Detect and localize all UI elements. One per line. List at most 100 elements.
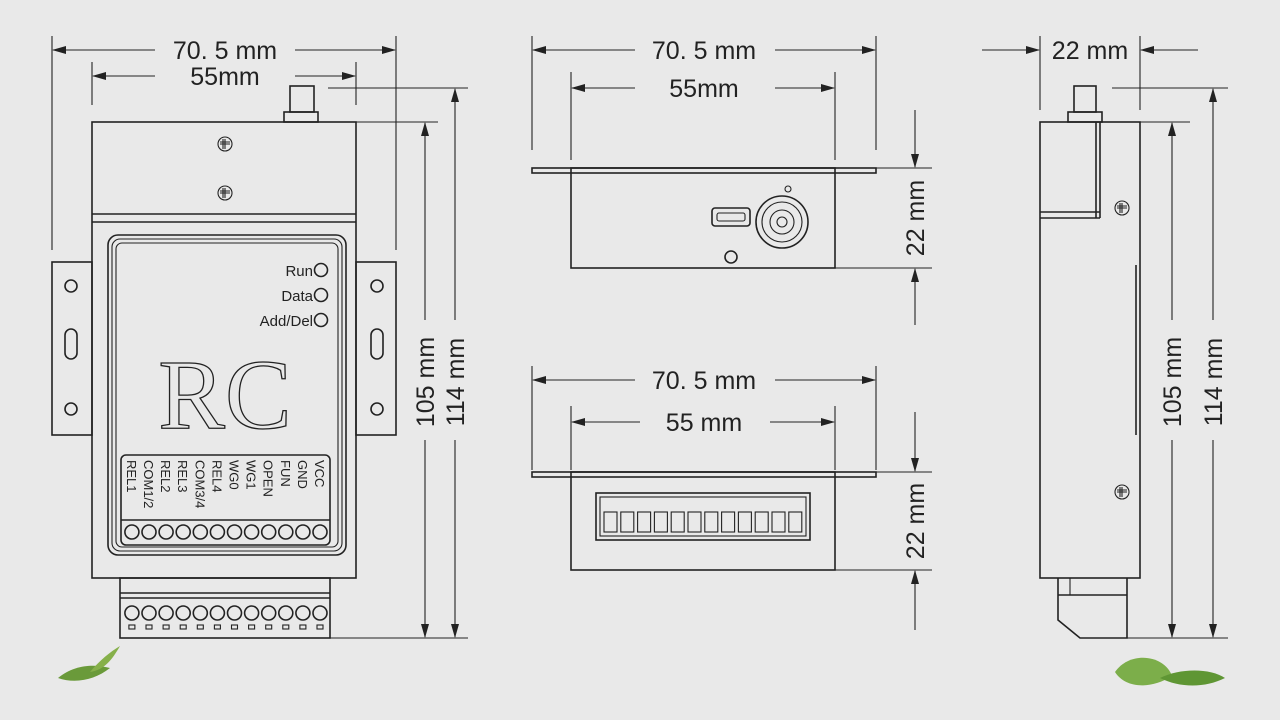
terminal-hole-icon: [124, 524, 140, 540]
terminal-hole-icon: [141, 524, 157, 540]
terminal-label: REL1: [124, 460, 139, 493]
terminal-cell: [670, 511, 685, 533]
screw-icon: [217, 136, 233, 152]
indicator-label-data: Data: [281, 288, 313, 305]
terminal-tab: [299, 624, 307, 630]
terminal-hole-icon: [312, 524, 328, 540]
side-height-total-label: 114 mm: [1200, 338, 1228, 426]
terminal-cell: [721, 511, 736, 533]
terminal-hole-icon: [226, 524, 243, 540]
terminal-hole-icon: [192, 524, 209, 540]
terminal-tab: [282, 624, 290, 630]
terminal-strip-cells: [603, 511, 803, 533]
terminal-cell: [788, 511, 803, 533]
terminal-label-area: [120, 454, 331, 546]
terminal-label: WG1: [244, 460, 259, 490]
terminal-screw-icon: [295, 605, 311, 621]
terminal-hole-icon: [175, 524, 191, 540]
terminal-screw-icon: [243, 605, 260, 621]
terminal-cell: [704, 511, 719, 533]
screw-icon: [1114, 484, 1130, 500]
top-width-outer-label: 70. 5 mm: [652, 37, 756, 65]
terminal-label: COM1/2: [141, 460, 156, 508]
terminal-tab: [128, 624, 136, 630]
terminal-label: REL4: [209, 460, 224, 493]
terminal-label: REL3: [175, 460, 190, 493]
terminal-labels: VCCGNDFUNOPENWG1WG0REL4COM3/4REL3REL2COM…: [124, 460, 327, 508]
terminal-tab: [196, 624, 204, 630]
front-width-inner-label: 55mm: [190, 63, 259, 91]
terminal-hole-icon: [209, 524, 226, 540]
bottom-view: 70. 5 mm 55 mm 22 mm: [531, 366, 932, 630]
front-height-body-label: 105 mm: [412, 337, 440, 427]
top-depth-label: 22 mm: [902, 180, 930, 256]
antenna-connector: [289, 85, 315, 113]
leaf-decoration-right: [1115, 657, 1225, 686]
terminal-tab: [162, 624, 170, 630]
terminal-label: REL2: [158, 460, 173, 493]
terminal-cell: [754, 511, 769, 533]
terminal-tab: [213, 624, 221, 630]
terminal-holes: [124, 524, 328, 540]
antenna-connector: [1073, 85, 1097, 113]
side-view: 22 mm 105 mm 114 mm: [982, 36, 1228, 639]
keyhole-slot-icon: [370, 328, 384, 360]
terminal-hole-icon: [158, 524, 174, 540]
terminal-hole-icon: [243, 524, 260, 540]
terminal-block: [119, 577, 331, 639]
bottom-width-outer-label: 70. 5 mm: [652, 367, 756, 395]
terminal-screw-icon: [192, 605, 209, 621]
terminal-strip: [595, 492, 811, 541]
terminal-screw-icon: [277, 605, 294, 621]
led-add-del-icon: [313, 312, 329, 328]
terminal-cell: [687, 511, 702, 533]
terminal-screw-icon: [175, 605, 191, 621]
front-width-outer-label: 70. 5 mm: [173, 37, 277, 65]
keyhole-slot-icon: [64, 328, 78, 360]
terminal-hole-icon: [277, 524, 294, 540]
terminal-label: WG0: [227, 460, 242, 490]
terminal-screw-icon: [312, 605, 328, 621]
bottom-view-body: [570, 471, 836, 571]
terminal-hole-icon: [295, 524, 311, 540]
terminal-label: COM3/4: [192, 460, 207, 508]
terminal-cell: [771, 511, 786, 533]
terminal-screw-icon: [260, 605, 277, 621]
terminal-label: OPEN: [261, 460, 276, 497]
indicator-label-run: Run: [285, 263, 313, 280]
side-view-body: [1039, 121, 1141, 579]
terminal-tab: [145, 624, 153, 630]
leaf-decoration-left: [58, 646, 120, 681]
terminal-screw-icon: [226, 605, 243, 621]
mounting-ear-left: [51, 261, 93, 436]
top-view-body: [570, 167, 836, 269]
antenna-sma-icon: [755, 195, 809, 249]
terminal-hole-icon: [260, 524, 277, 540]
indicator-label-add-del: Add/Del: [260, 313, 313, 330]
terminal-cell: [637, 511, 652, 533]
terminal-tab: [230, 624, 239, 630]
terminal-block-screws: [124, 605, 328, 630]
side-terminal-block: [1057, 578, 1128, 639]
led-run-icon: [313, 262, 329, 278]
terminal-label: GND: [295, 460, 310, 489]
front-height-total-label: 114 mm: [442, 338, 470, 426]
terminal-cell: [603, 511, 618, 533]
usb-port-icon: [711, 207, 751, 227]
side-height-body-label: 105 mm: [1159, 337, 1187, 427]
terminal-screw-icon: [209, 605, 226, 621]
mounting-ear-right: [355, 261, 397, 436]
led-data-icon: [313, 287, 329, 303]
top-view: 70. 5 mm 55mm 22 mm: [531, 36, 932, 325]
screw-icon: [217, 185, 233, 201]
terminal-label: FUN: [278, 460, 293, 487]
rc-logo: RC: [158, 339, 291, 450]
front-view: 70. 5 mm 55mm 105 mm 114 mm Run Data: [51, 36, 470, 639]
terminal-cell: [653, 511, 668, 533]
terminal-cell: [737, 511, 752, 533]
terminal-label: VCC: [312, 460, 327, 487]
terminal-tab: [248, 624, 256, 630]
terminal-tab: [316, 624, 324, 630]
bottom-depth-label: 22 mm: [902, 483, 930, 559]
